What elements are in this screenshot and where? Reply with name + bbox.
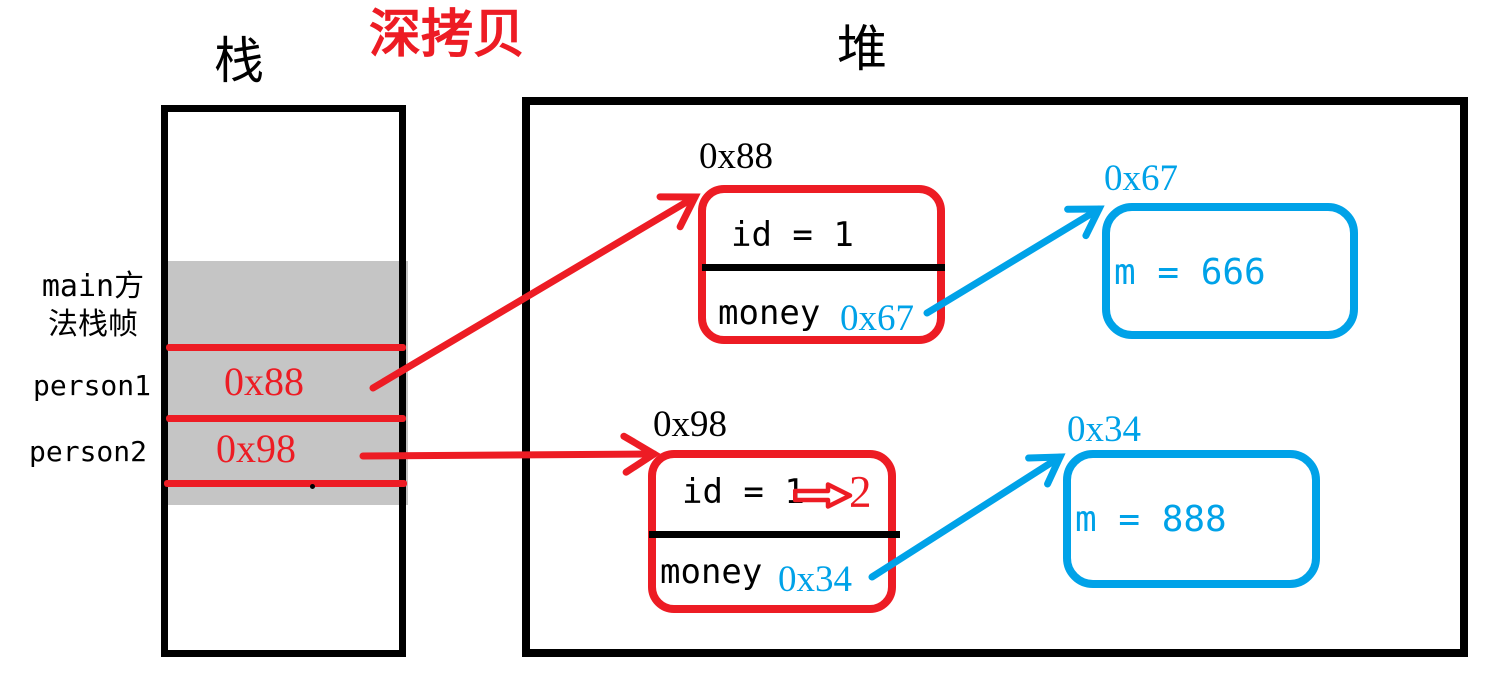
money1-object-address: 0x67 <box>1104 158 1178 199</box>
deep-copy-title: 深拷贝 <box>369 7 526 64</box>
frame-divider-line-1 <box>166 344 406 351</box>
frame-divider-line-3 <box>164 480 407 487</box>
money2-value: m = 888 <box>1075 499 1227 540</box>
frame-divider-line-2 <box>166 415 406 422</box>
person2-field-divider <box>649 531 900 538</box>
person2-id-new-value: 2 <box>849 467 872 517</box>
person2-var-name: person2 <box>29 435 148 468</box>
person1-money-reference: 0x67 <box>840 298 914 339</box>
money2-object-address: 0x34 <box>1067 409 1141 450</box>
person1-money-label: money <box>718 293 821 333</box>
person1-object-address: 0x88 <box>699 136 773 177</box>
money2-object <box>1063 450 1320 588</box>
person1-var-value: 0x88 <box>224 359 304 404</box>
stack-title: 栈 <box>214 33 264 89</box>
id-change-arrow-icon <box>793 482 853 509</box>
main-frame-label-line1: main方 <box>41 269 145 304</box>
person1-id-field: id = 1 <box>731 215 854 255</box>
main-method-frame-label: main方 法栈帧 <box>26 268 160 344</box>
stray-dot <box>310 484 315 489</box>
main-frame-label-line2: 法栈帧 <box>48 307 138 342</box>
heap-title: 堆 <box>837 21 887 77</box>
person2-money-reference: 0x34 <box>778 559 852 600</box>
money1-object <box>1102 203 1358 339</box>
person1-field-divider <box>702 264 945 271</box>
person2-object-address: 0x98 <box>653 404 727 445</box>
person1-var-name: person1 <box>33 369 152 402</box>
person2-money-label: money <box>660 552 763 592</box>
money1-value: m = 666 <box>1114 252 1266 293</box>
person2-id-field: id = 1 <box>682 472 805 512</box>
main-frame-shaded-region <box>163 261 408 505</box>
person2-var-value: 0x98 <box>216 426 296 471</box>
